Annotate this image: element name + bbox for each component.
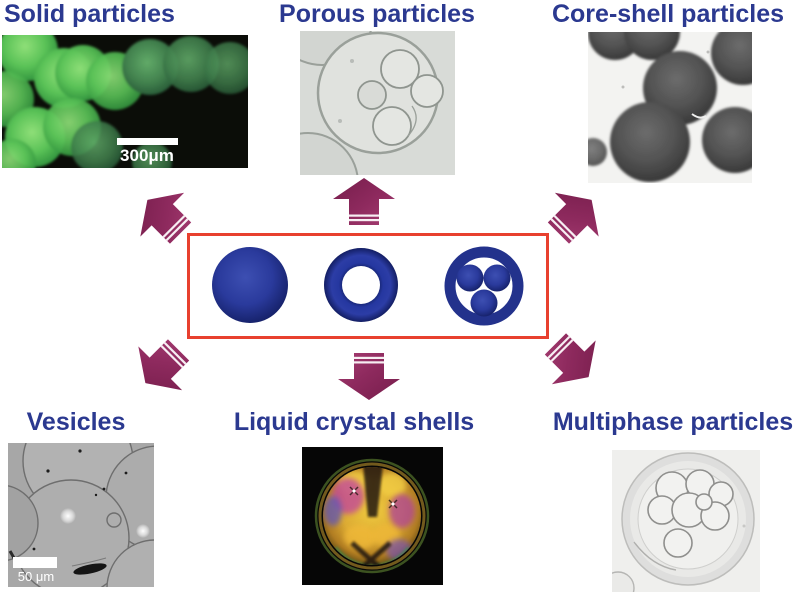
porous-particles-micrograph — [300, 31, 455, 175]
scale-bar-label: 300μm — [120, 146, 174, 165]
droplet-schematic-box — [187, 233, 549, 339]
panel-label-vesicles: Vesicles — [26, 408, 126, 436]
arrow-down-right-icon — [533, 322, 610, 399]
arrow-up-right-icon — [536, 178, 613, 255]
panel-label-multiphase-particles: Multiphase particles — [552, 408, 794, 436]
panel-label-liquid-crystal-shells: Liquid crystal shells — [233, 408, 475, 436]
panel-label-core-shell-particles: Core-shell particles — [551, 0, 785, 28]
core-shell-particles-micrograph — [588, 32, 752, 183]
liquid-crystal-shells-micrograph — [302, 447, 443, 585]
scale-bar — [13, 557, 57, 568]
multiphase-particles-micrograph — [612, 450, 760, 592]
panel-label-solid-particles: Solid particles — [4, 0, 175, 28]
solid-particles-micrograph: 300μm — [2, 35, 248, 168]
scale-bar — [117, 138, 178, 145]
arrow-down-icon — [338, 353, 400, 400]
vesicles-micrograph: 50 μm — [8, 443, 154, 587]
shell-droplet-icon — [324, 248, 398, 322]
arrow-up-icon — [333, 178, 395, 225]
panel-label-porous-particles: Porous particles — [279, 0, 475, 28]
scale-bar-label: 50 μm — [17, 569, 55, 584]
arrow-up-left-icon — [125, 178, 202, 255]
arrow-down-left-icon — [123, 328, 200, 405]
solid-droplet-icon — [212, 247, 288, 323]
multi-core-droplet-icon — [444, 246, 524, 326]
